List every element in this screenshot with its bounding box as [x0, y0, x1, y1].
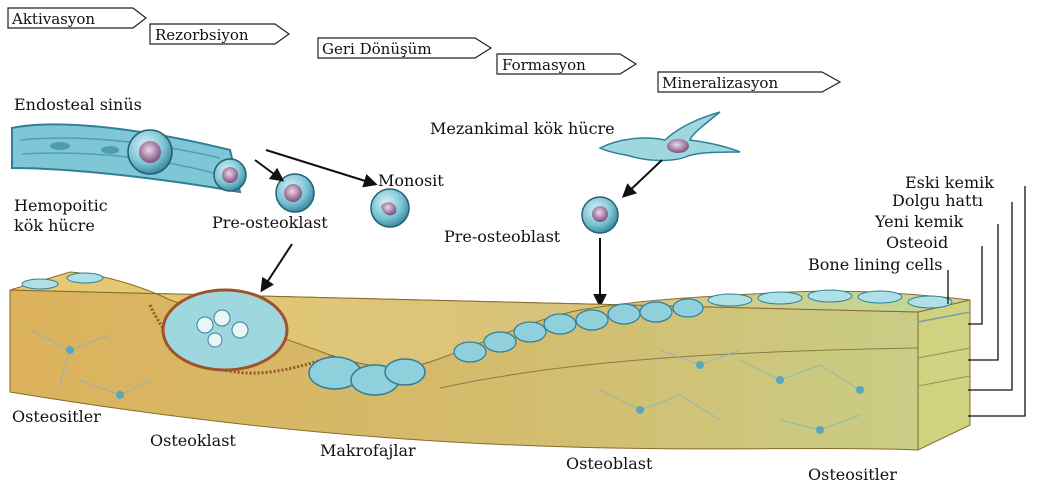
phase-banner-aktivasyon: Aktivasyon — [8, 8, 146, 28]
arrow-to-pre-osteoblast — [624, 160, 662, 196]
label-monosit: Monosit — [378, 172, 444, 190]
label-yeni-kemik: Yeni kemik — [875, 213, 963, 231]
arrow-to-osteoklast — [262, 244, 292, 290]
label-endosteal-sinus: Endosteal sinüs — [14, 96, 142, 114]
endosteal-sinus-vessel — [12, 124, 240, 192]
leader-yeni-kemik — [968, 224, 998, 360]
label-osteositler-right: Osteositler — [808, 466, 897, 484]
label-bone-lining-cells: Bone lining cells — [808, 256, 942, 274]
pre-osteoblast-cell — [582, 197, 618, 233]
osteoklast-cell — [163, 290, 287, 370]
label-mezankimal-stem-cell: Mezankimal kök hücre — [430, 120, 615, 138]
phase-label: Geri Dönüşüm — [322, 40, 432, 58]
leader-eski-kemik — [968, 186, 1025, 416]
label-pre-osteoklast: Pre-osteoklast — [212, 214, 328, 232]
hemopoitic-cell-small — [214, 159, 246, 191]
hemopoitic-stem-cell — [128, 130, 172, 174]
label-osteositler-left: Osteositler — [12, 408, 101, 426]
mezankimal-stem-cell — [600, 112, 740, 161]
label-osteoblast: Osteoblast — [566, 455, 652, 473]
phase-label: Aktivasyon — [11, 10, 95, 28]
label-osteoid: Osteoid — [886, 234, 948, 252]
label-dolgu-hatti: Dolgu hattı — [892, 192, 983, 210]
label-osteoklast: Osteoklast — [150, 432, 236, 450]
phase-banner-mineralizasyon: Mineralizasyon — [658, 72, 840, 92]
phase-label: Rezorbsiyon — [155, 26, 249, 44]
phase-banner-rezorbsiyon: Rezorbsiyon — [150, 24, 289, 44]
leader-dolgu-hatti — [968, 202, 1012, 390]
arrow-to-pre-osteoklast — [255, 160, 282, 180]
phase-banner-geri-donusum: Geri Dönüşüm — [318, 38, 491, 58]
monosit-cell — [371, 189, 409, 227]
phase-banners: Aktivasyon Rezorbsiyon Geri Dönüşüm Form… — [8, 8, 840, 92]
bone-side-face — [918, 300, 970, 450]
label-makrofajlar: Makrofajlar — [320, 442, 416, 460]
label-eski-kemik: Eski kemik — [905, 174, 994, 192]
label-pre-osteoblast: Pre-osteoblast — [444, 228, 560, 246]
label-hemopoitic-stem-cell: Hemopoitic kök hücre — [14, 196, 108, 236]
phase-banner-formasyon: Formasyon — [497, 54, 636, 74]
phase-label: Mineralizasyon — [662, 74, 778, 92]
phase-label: Formasyon — [502, 56, 586, 74]
